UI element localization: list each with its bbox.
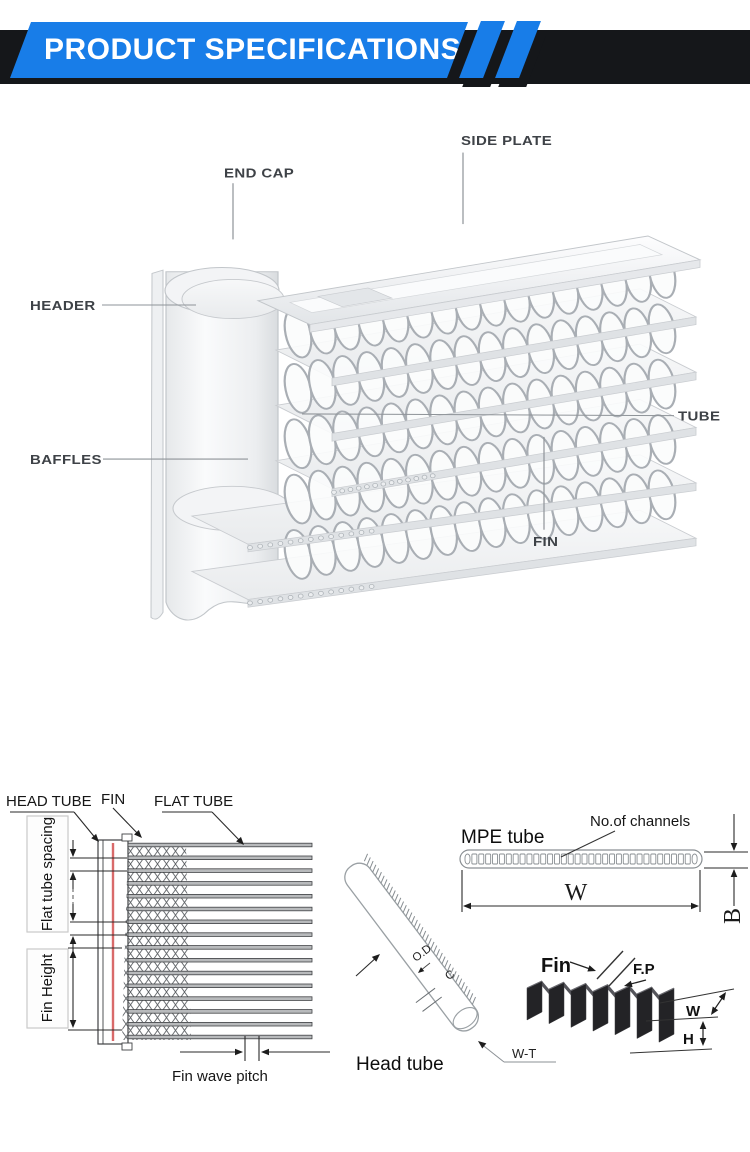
fin-height-label: Fin Height bbox=[39, 953, 56, 1022]
dimension-diagrams: HEAD TUBE FIN FLAT TUBE Flat tube spacin… bbox=[6, 791, 748, 1085]
baffles-label: BAFFLES bbox=[30, 452, 102, 467]
fin-detail-label: Fin bbox=[541, 955, 571, 977]
page-title: PRODUCT SPECIFICATIONS bbox=[44, 33, 462, 66]
wt-label: W-T bbox=[512, 1046, 536, 1061]
head-tube-callout: HEAD TUBE bbox=[6, 793, 92, 810]
fin-w-label: W bbox=[686, 1003, 701, 1020]
hero-leader-lines bbox=[102, 152, 675, 530]
fin-callout: FIN bbox=[101, 791, 125, 808]
fin-label: FIN bbox=[533, 534, 558, 549]
fin-h-label: H bbox=[683, 1031, 694, 1048]
dimension-artwork bbox=[10, 807, 748, 1063]
heat-exchanger-artwork bbox=[150, 235, 702, 621]
mpe-tube-title: MPE tube bbox=[461, 827, 544, 848]
flat-tube-callout: FLAT TUBE bbox=[154, 793, 233, 810]
head-tube-title: Head tube bbox=[356, 1054, 444, 1075]
channels-label: No.of channels bbox=[590, 813, 690, 830]
heat-exchanger-3d-diagram: END CAP SIDE PLATE HEADER BAFFLES TUBE F… bbox=[30, 133, 720, 621]
fin-wave-pitch-label: Fin wave pitch bbox=[172, 1068, 268, 1085]
thickness-b-label: B bbox=[720, 908, 746, 924]
side-plate-label: SIDE PLATE bbox=[461, 133, 552, 148]
banner-ribbon: PRODUCT SPECIFICATIONS bbox=[10, 22, 468, 78]
tube-label: TUBE bbox=[678, 409, 720, 424]
flat-tube-spacing-label: Flat tube spacing bbox=[39, 817, 56, 931]
end-cap-label: END CAP bbox=[224, 165, 294, 180]
fp-label: F.P bbox=[633, 961, 655, 978]
header-label: HEADER bbox=[30, 298, 96, 313]
width-w-label: W bbox=[565, 880, 588, 906]
